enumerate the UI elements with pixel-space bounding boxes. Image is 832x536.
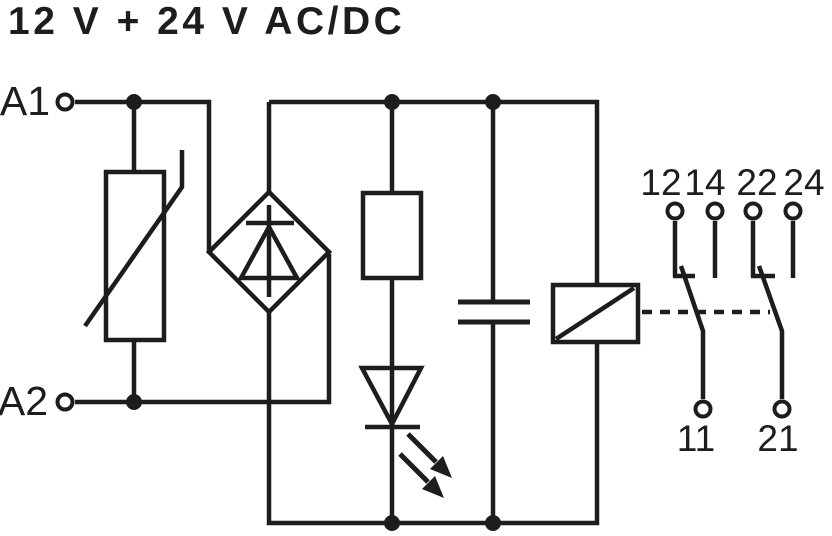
terminal-11-label: 11 xyxy=(677,418,715,459)
led-symbol xyxy=(358,365,452,498)
diagram-title: 12 V + 24 V AC/DC xyxy=(8,0,405,43)
terminal-14 xyxy=(705,201,725,221)
terminal-labels: A1 A2 12 14 22 24 11 21 xyxy=(0,78,825,459)
bridge-diode-triangle xyxy=(237,222,301,281)
terminal-12 xyxy=(665,201,685,221)
terminal-a2-label: A2 xyxy=(0,378,48,424)
terminal-a1-label: A1 xyxy=(0,78,50,124)
changeover-contact-2 xyxy=(750,221,796,399)
junction-dot xyxy=(126,94,142,110)
terminal-22-label: 22 xyxy=(736,162,777,203)
wire-top-dc-rail xyxy=(269,99,600,285)
junction-dot xyxy=(384,515,400,531)
terminal-12-label: 12 xyxy=(640,162,681,203)
led-arrow-1-head xyxy=(430,456,452,478)
led-arrow-2-shaft xyxy=(398,452,430,484)
terminal-24 xyxy=(783,201,803,221)
terminal-14-label: 14 xyxy=(684,162,725,203)
junction-dot xyxy=(384,94,400,110)
terminal-11 xyxy=(693,399,713,419)
led-emission-arrows-icon xyxy=(398,432,452,498)
wire-a1-to-bridge xyxy=(75,99,212,252)
junction-dot xyxy=(485,94,501,110)
junction-dot xyxy=(126,394,142,410)
contact-2-moving-arm xyxy=(756,265,785,399)
varistor-body xyxy=(103,169,167,343)
varistor-diagonal-stroke xyxy=(83,150,185,328)
junction-dot xyxy=(485,515,501,531)
terminal-22 xyxy=(743,201,763,221)
relay-coil-symbol xyxy=(550,282,641,345)
led-triangle xyxy=(358,365,425,429)
terminal-a2 xyxy=(55,392,75,412)
varistor-symbol xyxy=(83,150,185,343)
terminal-a1 xyxy=(55,92,75,112)
terminal-21-label: 21 xyxy=(757,418,798,459)
bridge-rectifier-symbol xyxy=(205,188,333,316)
led-arrow-2-head xyxy=(422,476,444,498)
junction-dots xyxy=(126,94,501,531)
bridge-diamond xyxy=(205,188,333,316)
terminal-circles xyxy=(55,92,803,419)
wire-bottom-dc-rail xyxy=(266,312,600,526)
relay-coil-body xyxy=(550,282,641,345)
wire-a2-to-bridge xyxy=(75,254,332,405)
capacitor-symbol xyxy=(458,299,530,325)
changeover-contact-1 xyxy=(672,221,718,399)
terminal-24-label: 24 xyxy=(783,162,824,203)
wires xyxy=(75,99,600,526)
terminal-21 xyxy=(772,399,792,419)
relay-coil-diagonal xyxy=(554,286,636,341)
contact-1-moving-arm xyxy=(678,265,706,399)
led-arrow-1-shaft xyxy=(406,432,438,464)
resistor-symbol xyxy=(360,190,424,281)
